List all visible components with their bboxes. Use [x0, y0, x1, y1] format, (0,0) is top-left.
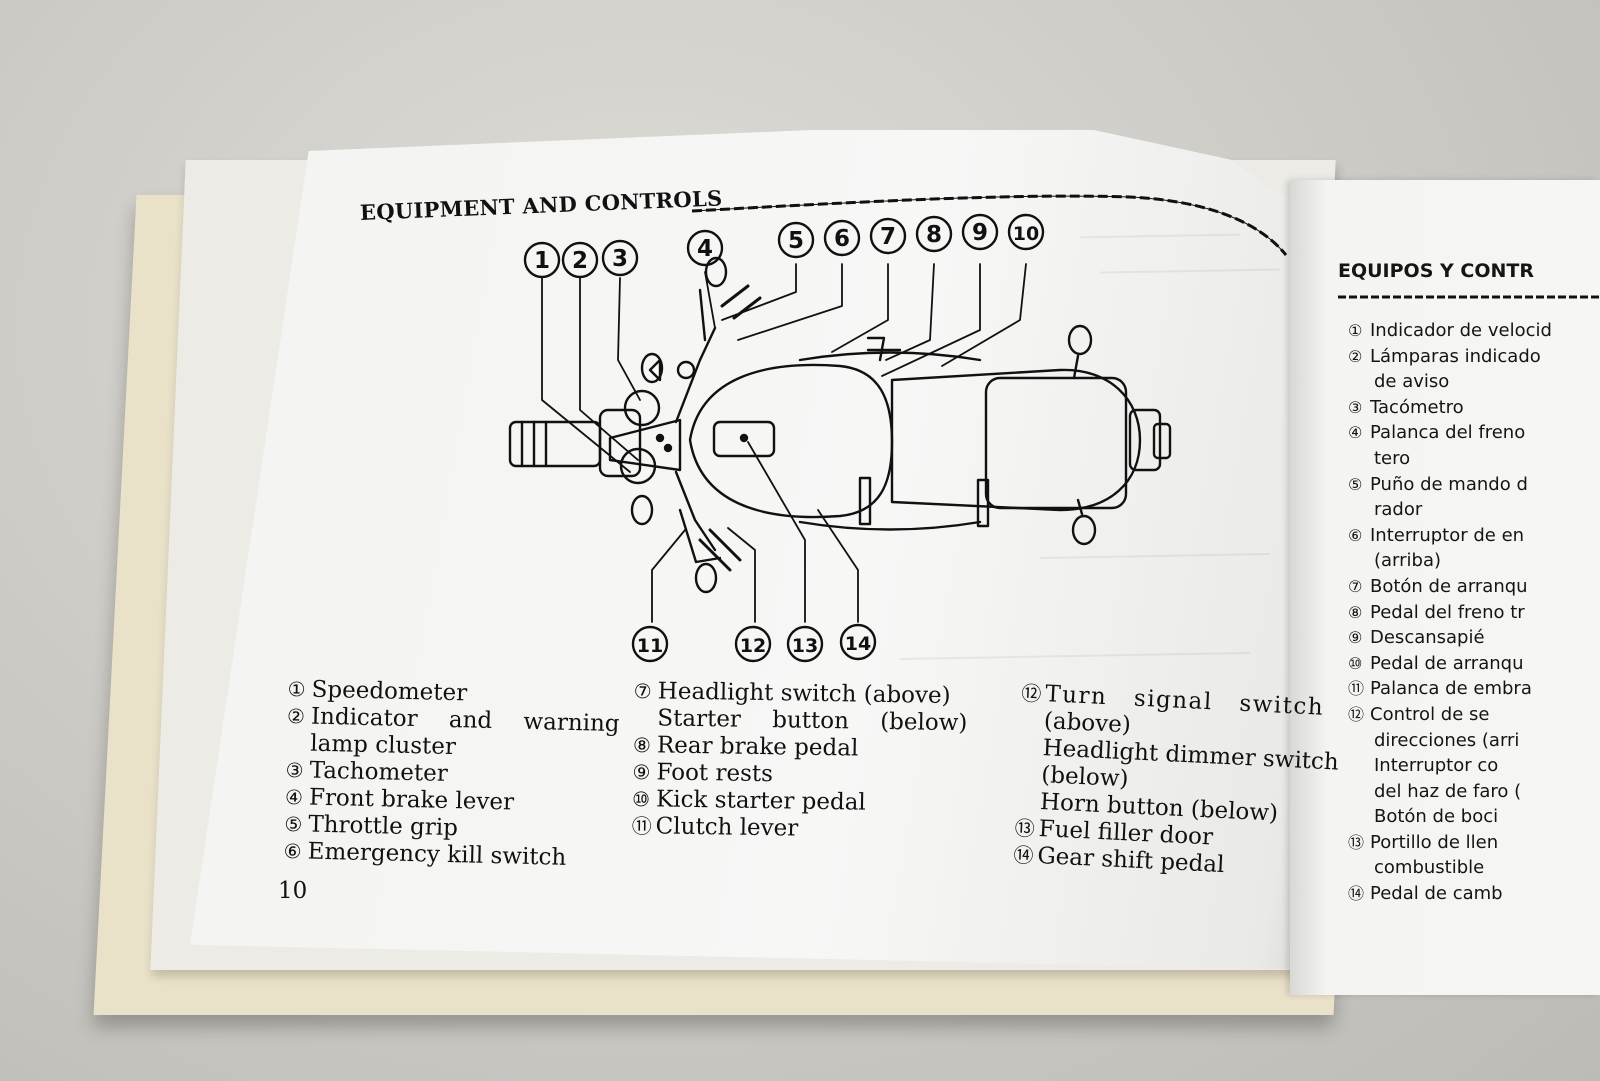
leader-lines	[541, 263, 1027, 623]
callout-circle-8	[915, 215, 953, 253]
callout-circle-14	[839, 623, 877, 661]
right-page	[1290, 180, 1600, 995]
callout-circle-11	[631, 625, 669, 663]
callout-circle-1	[523, 241, 561, 279]
callout-label-10: 10	[1013, 223, 1039, 245]
spanish-legend-item: combustible	[1374, 857, 1485, 879]
callout-label-5: 5	[788, 228, 804, 254]
callout-label-1: 1	[534, 248, 550, 274]
spanish-legend-item: Interruptor co	[1374, 755, 1499, 777]
callout-label-6: 6	[834, 226, 850, 252]
callout-label-8: 8	[926, 222, 942, 248]
handlebars	[674, 284, 762, 572]
page-number: 10	[278, 878, 308, 904]
spanish-legend-item: (arriba)	[1374, 550, 1442, 572]
callout-circle-6	[823, 219, 861, 257]
callout-circle-13	[786, 625, 824, 663]
callout-label-2: 2	[572, 248, 588, 274]
callout-label-14: 14	[845, 633, 871, 655]
legend-column-3: ⑫Turn signal switch (above) Headlight di…	[1013, 680, 1342, 884]
spanish-legend-item: tero	[1374, 447, 1411, 469]
callout-label-4: 4	[697, 236, 713, 262]
spanish-legend-item: direcciones (arri	[1374, 729, 1520, 751]
title-rule	[691, 194, 1288, 256]
callout-label-11: 11	[637, 635, 663, 657]
callout-circle-5	[777, 221, 815, 259]
callout-circle-2	[561, 241, 599, 279]
front-wheel-fork	[508, 408, 642, 478]
callout-label-9: 9	[972, 220, 988, 246]
callout-label-12: 12	[740, 635, 766, 657]
mirrors	[630, 256, 728, 594]
gauges-headlight	[608, 389, 682, 485]
spanish-legend-item: del haz de faro (	[1374, 780, 1522, 802]
seat-frame	[798, 351, 1172, 531]
callout-label-13: 13	[792, 635, 818, 657]
spanish-title-rule	[1338, 295, 1600, 299]
callout-circle-7	[869, 217, 907, 255]
callout-circle-4	[686, 229, 724, 267]
callout-label-3: 3	[612, 246, 628, 272]
spanish-legend-item: Botón de boci	[1374, 806, 1499, 828]
spanish-legend-item: rador	[1374, 499, 1423, 521]
callout-circle-9	[961, 213, 999, 251]
spanish-page-title: EQUIPOS Y CONTR	[1338, 260, 1534, 282]
callout-circle-12	[734, 625, 772, 663]
callout-circle-3	[601, 239, 639, 277]
callout-label-7: 7	[880, 224, 896, 250]
callout-circle-10	[1007, 213, 1045, 251]
fuel-tank	[688, 363, 894, 519]
spanish-legend-item: de aviso	[1374, 371, 1450, 393]
rear-signals-pegs	[858, 324, 1097, 546]
